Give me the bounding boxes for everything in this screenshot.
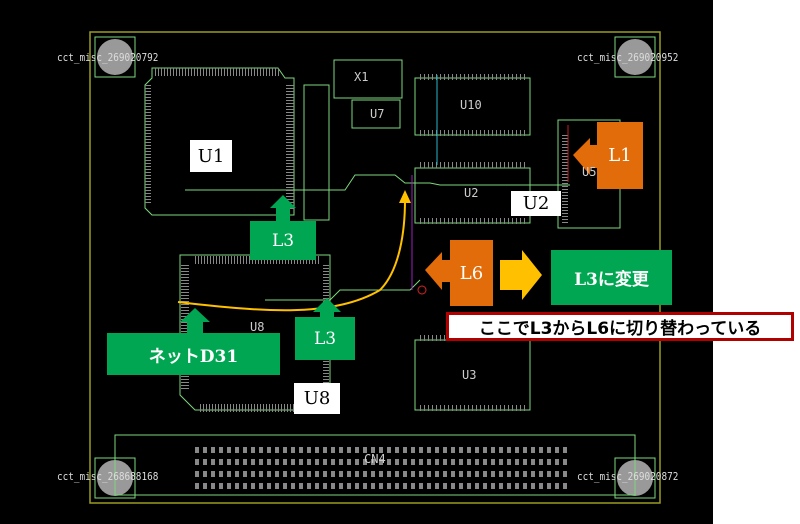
component-cn4: CN4 [364, 452, 386, 466]
trace-l3 [185, 174, 570, 191]
change-to-l3-annotation: L3に変更 [551, 250, 672, 305]
l3-bottom-annotation: L3 [295, 317, 355, 360]
l3-top-up-arrow [270, 195, 296, 222]
l6-left-arrow [425, 252, 452, 290]
resistor-array [303, 84, 330, 221]
pcb-drawing [89, 31, 661, 504]
component-u2: U2 [464, 186, 479, 200]
mount-label: cct_misc_269020872 [577, 470, 679, 483]
u1-annotation: U1 [190, 140, 232, 172]
mount-label: cct_misc_268688168 [57, 470, 159, 483]
net-d31-annotation: ネットD31 [107, 333, 280, 375]
l3-top-annotation: L3 [250, 221, 316, 260]
component-u3: U3 [462, 368, 477, 382]
callout-layer-switch: ここでL3からL6に切り替わっている [446, 312, 794, 341]
u2-annotation: U2 [511, 191, 561, 216]
trace-l3-bottom [265, 279, 421, 301]
mount-label: cct_misc_269020952 [577, 51, 679, 64]
mount-label: cct_misc_269020792 [57, 51, 159, 64]
component-u5: U5 [582, 165, 597, 179]
via-marker [417, 285, 427, 295]
component-x1: X1 [354, 70, 369, 84]
x1-outline [333, 59, 403, 99]
net-up-arrow [180, 308, 210, 335]
l1-annotation: L1 [597, 122, 643, 189]
u1-outline [144, 67, 295, 216]
l1-left-arrow [573, 138, 600, 175]
component-u7: U7 [370, 107, 385, 121]
u7-outline [351, 99, 401, 129]
right-arrow-yellow [500, 250, 542, 300]
component-u10: U10 [460, 98, 482, 112]
yellow-route-arrow [177, 199, 406, 312]
yellow-arrowhead [399, 190, 411, 203]
l6-annotation: L6 [450, 240, 493, 306]
cn4-outline [114, 434, 636, 496]
l3-bottom-up-arrow [313, 298, 341, 318]
u8-annotation: U8 [294, 383, 340, 414]
component-u8: U8 [250, 320, 265, 334]
